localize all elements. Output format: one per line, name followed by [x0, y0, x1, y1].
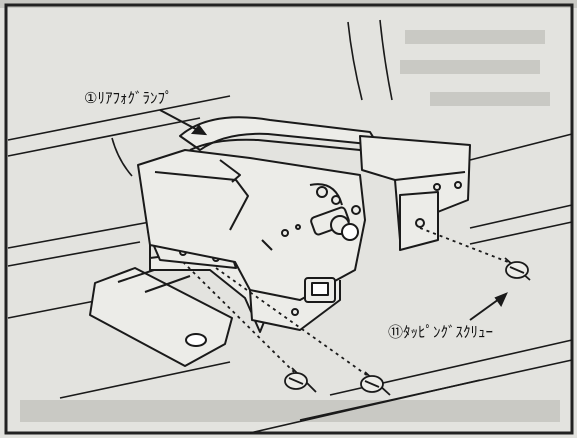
screw-middle	[360, 371, 391, 396]
screw-left	[284, 367, 317, 393]
rear-fog-lamp-callout: ①ﾘｱﾌｫｸﾞﾗﾝﾌﾟ	[84, 89, 172, 107]
screw-right	[504, 257, 531, 281]
leader-lines	[159, 109, 508, 321]
tapping-screws	[182, 227, 531, 396]
diagram-frame	[4, 3, 574, 435]
tapping-screw-callout: ⑪ﾀｯﾋﾟﾝｸﾞｽｸﾘｭｰ	[388, 323, 493, 341]
rear-fog-lamp-body	[137, 116, 471, 316]
